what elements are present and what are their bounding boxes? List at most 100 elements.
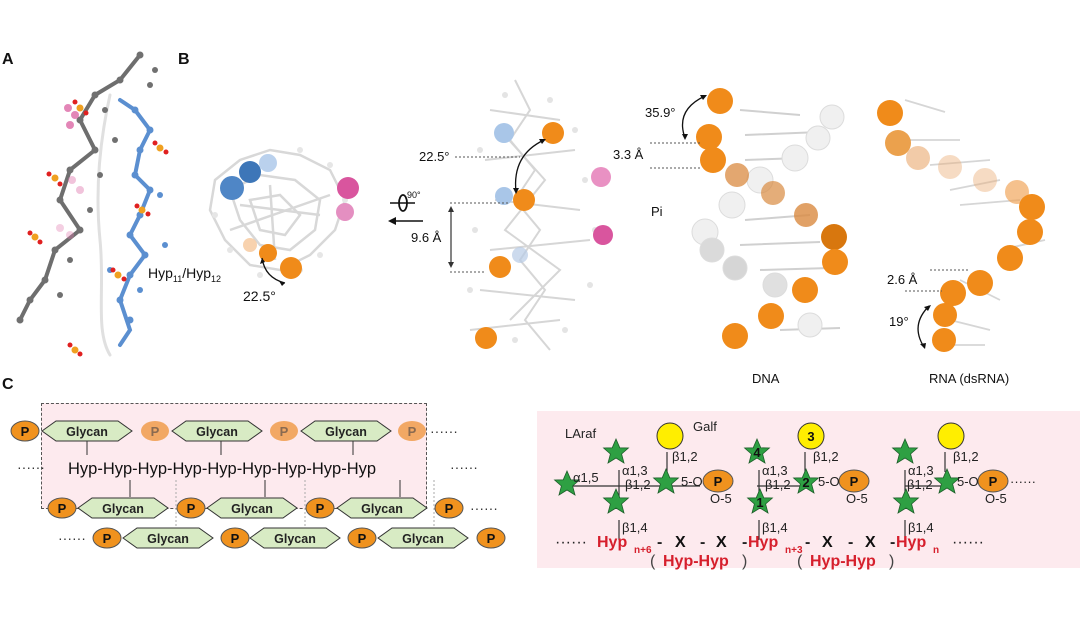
dash: -	[848, 534, 853, 551]
hyp-n3: Hyp	[748, 534, 778, 551]
linkage-b12: β1,2	[953, 449, 979, 464]
ellipsis: ······	[470, 500, 498, 516]
ellipsis: ······	[430, 423, 458, 439]
dash: -	[657, 534, 662, 551]
dna-angle-label: 35.9°	[645, 105, 676, 120]
phosphate-label: P	[280, 424, 289, 439]
sequence-trail-ellipsis: ······	[952, 534, 984, 551]
phosphate-label: P	[231, 531, 240, 546]
linkage-b12: β1,2	[907, 477, 933, 492]
pi-label: Pi	[651, 204, 663, 219]
linkage-b14: β1,4	[622, 520, 648, 535]
glycan-label: Glycan	[231, 502, 273, 516]
phosphate-label: P	[445, 501, 454, 516]
paren-close: )	[889, 553, 894, 570]
linkage-b12: β1,2	[813, 449, 839, 464]
phosphate-label: P	[187, 501, 196, 516]
hyp-hyp-pair: Hyp-Hyp	[810, 553, 876, 570]
hyp11-text: Hyp	[148, 265, 173, 281]
x-residue: X	[865, 534, 876, 551]
linkage-b12: β1,2	[625, 477, 651, 492]
linkage-b12: β1,2	[765, 477, 791, 492]
rna-angle-label: 19°	[889, 314, 909, 329]
side-view-rise-label: 9.6 Å	[411, 230, 442, 245]
laraf-label: LAraf	[565, 426, 596, 441]
top-view-angle-label: 22.5°	[243, 288, 276, 304]
panel-label-a: A	[2, 51, 14, 68]
phosphate-label: P	[487, 531, 496, 546]
rotation-label: 90°	[407, 190, 421, 200]
ellipsis: ······	[1010, 474, 1036, 489]
hyp-n6: Hyp	[597, 534, 627, 551]
hyp-n3-subscript: n+3	[785, 545, 803, 556]
linkage-a15: α1,5	[573, 470, 599, 485]
linkage-b14: β1,4	[908, 520, 934, 535]
side-view-angle-label: 22.5°	[419, 149, 450, 164]
linkage-a13: α1,3	[908, 463, 934, 478]
rna-caption: RNA (dsRNA)	[929, 371, 1010, 386]
glycan-label: Glycan	[274, 532, 316, 546]
linkage-5o: 5-O	[681, 474, 703, 489]
hyp-backbone: Hyp-Hyp-Hyp-Hyp-Hyp-Hyp-Hyp-Hyp-Hyp	[68, 460, 376, 478]
residue-number-1: 1	[756, 495, 763, 510]
linkage-b12: β1,2	[672, 449, 698, 464]
x-residue: X	[716, 534, 727, 551]
hyp11-hyp12-label: Hyp11/Hyp12	[148, 265, 221, 284]
linkage-a13: α1,3	[762, 463, 788, 478]
phosphate-label: P	[989, 474, 998, 489]
ellipsis: ······	[17, 459, 45, 475]
linkage-o5: O-5	[710, 491, 732, 506]
sequence-lead-ellipsis: ······	[555, 534, 587, 551]
dna-caption: DNA	[752, 371, 780, 386]
dash: -	[742, 534, 747, 551]
phosphate-label: P	[358, 531, 367, 546]
glycan-label: Glycan	[147, 532, 189, 546]
hyp-hyp-pair: Hyp-Hyp	[663, 553, 729, 570]
dash: -	[805, 534, 810, 551]
phosphate-label: P	[408, 424, 417, 439]
paren-open: (	[650, 553, 656, 570]
glycan-label: Glycan	[66, 425, 108, 439]
glycan-label: Glycan	[402, 532, 444, 546]
linkage-o5: O-5	[846, 491, 868, 506]
phosphate-label: P	[714, 474, 723, 489]
hyp12-text: /Hyp	[182, 265, 212, 281]
hyp-n-subscript: n	[933, 545, 939, 556]
phosphate-label: P	[103, 531, 112, 546]
residue-number-4: 4	[753, 445, 761, 460]
linkage-a13: α1,3	[622, 463, 648, 478]
glycan-label: Glycan	[325, 425, 367, 439]
phosphate-label: P	[58, 501, 67, 516]
ellipsis: ······	[450, 459, 478, 475]
hyp-n6-subscript: n+6	[634, 545, 652, 556]
x-residue: X	[822, 534, 833, 551]
ellipsis: ······	[58, 530, 86, 546]
phosphate-label: P	[151, 424, 160, 439]
rna-rise-label: 2.6 Å	[887, 272, 918, 287]
glycan-label: Glycan	[196, 425, 238, 439]
glycan-label: Glycan	[361, 502, 403, 516]
glycan-label: Glycan	[102, 502, 144, 516]
dash: -	[700, 534, 705, 551]
dash: -	[890, 534, 895, 551]
paren-close: )	[742, 553, 747, 570]
residue-number-3: 3	[807, 429, 814, 444]
panel-label-c: C	[2, 376, 14, 393]
hyp11-subscript: 11	[172, 273, 183, 284]
linkage-5o: 5-O	[957, 474, 979, 489]
hyp12-subscript: 12	[211, 273, 222, 284]
x-residue: X	[675, 534, 686, 551]
hyp-n: Hyp	[896, 534, 926, 551]
linkage-5o: 5-O	[818, 474, 840, 489]
phosphate-label: P	[316, 501, 325, 516]
dna-rise-label: 3.3 Å	[613, 147, 644, 162]
residue-number-2: 2	[802, 475, 809, 490]
